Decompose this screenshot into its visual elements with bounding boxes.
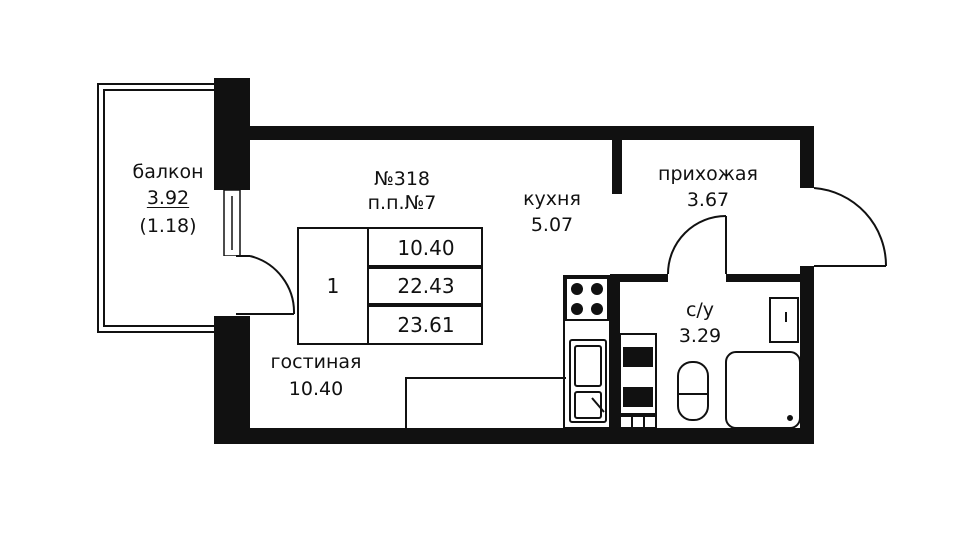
partition-hall	[612, 138, 622, 194]
bathroom-door	[667, 215, 727, 275]
apartment-position: п.п.№7	[367, 192, 437, 214]
shower-tray	[725, 351, 801, 429]
stove-burners	[571, 283, 603, 315]
radiator	[619, 333, 657, 417]
bathroom-fixtures	[619, 297, 801, 429]
washbasin	[769, 297, 799, 343]
table-rooms-count: 1	[326, 274, 340, 298]
toilet	[677, 361, 709, 421]
partition-bath-top	[726, 274, 814, 282]
wall-top	[214, 126, 814, 140]
kitchen-unit	[563, 275, 611, 429]
partition-bath-top-left	[610, 274, 668, 282]
kitchen-name: кухня	[523, 188, 581, 210]
balcony-area: 3.92	[146, 187, 190, 209]
living-name: гостиная	[270, 351, 362, 373]
balcony-name: балкон	[132, 161, 204, 183]
balcony-door	[249, 255, 296, 315]
hallway-name: прихожая	[658, 163, 758, 185]
walls	[214, 78, 814, 444]
bathroom-area: 3.29	[678, 325, 722, 347]
wall-right-upper	[800, 126, 814, 188]
summary-table	[297, 227, 483, 345]
door-swings	[236, 187, 888, 315]
table-total-area: 22.43	[397, 274, 455, 298]
partition-bath-left	[610, 274, 620, 430]
living-area: 10.40	[288, 378, 344, 400]
balcony-window	[219, 189, 245, 316]
wall-right-lower	[800, 266, 814, 444]
table-total-with-balcony: 23.61	[397, 312, 455, 337]
table-living-area: 10.40	[397, 236, 455, 260]
wall-left-lower	[214, 316, 250, 444]
kitchen-counter	[405, 377, 566, 428]
entrance-door	[813, 187, 888, 267]
hallway-area: 3.67	[686, 189, 730, 211]
balcony-coef-area: (1.18)	[139, 215, 197, 237]
apartment-number: №318	[373, 168, 431, 190]
bathroom-name: с/у	[685, 299, 715, 321]
balcony-outline	[97, 83, 217, 333]
kitchen-area: 5.07	[530, 214, 574, 236]
wall-bottom	[214, 428, 814, 444]
